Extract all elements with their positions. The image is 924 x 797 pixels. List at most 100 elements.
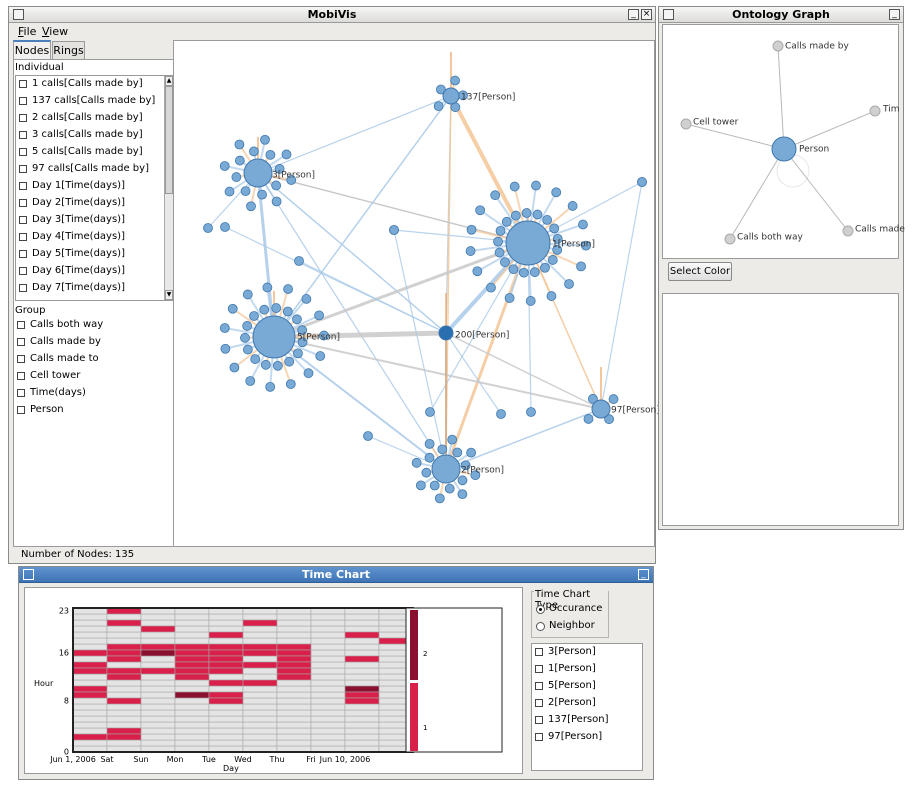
group-item-time-days[interactable]: Time(days) — [17, 386, 86, 400]
checkbox[interactable] — [535, 733, 543, 741]
menu-view[interactable]: View — [42, 25, 68, 38]
checkbox[interactable] — [535, 716, 543, 724]
checkbox[interactable] — [17, 372, 25, 380]
person-item-5-person[interactable]: 5[Person] — [535, 679, 596, 693]
graph-leaf-node — [262, 282, 273, 293]
occurance-radio[interactable] — [536, 605, 545, 614]
checkbox[interactable] — [17, 355, 25, 363]
heatmap-cell — [72, 667, 108, 675]
graph-edge — [257, 95, 452, 174]
person-item-2-person[interactable]: 2[Person] — [535, 696, 596, 710]
neighbor-radio[interactable] — [536, 622, 545, 631]
group-item-person[interactable]: Person — [17, 403, 64, 417]
checkbox[interactable] — [19, 114, 27, 122]
graph-svg[interactable]: 3[Person]137[Person]1[Person]5[Person]20… — [174, 41, 660, 546]
checkbox[interactable] — [17, 406, 25, 414]
checkbox[interactable] — [19, 182, 27, 190]
heatmap-cell — [242, 619, 278, 627]
minimize-icon[interactable]: _ — [638, 569, 649, 580]
individual-item-day-4-time-days[interactable]: Day 4[Time(days)] — [19, 230, 125, 244]
window-menu-icon[interactable] — [13, 9, 24, 20]
checkbox[interactable] — [17, 389, 25, 397]
graph-canvas[interactable]: 3[Person]137[Person]1[Person]5[Person]20… — [173, 40, 660, 547]
group-item-calls-made-to[interactable]: Calls made to — [17, 352, 99, 366]
checkbox[interactable] — [19, 250, 27, 258]
checkbox[interactable] — [19, 267, 27, 275]
individual-item-day-6-time-days[interactable]: Day 6[Time(days)] — [19, 264, 125, 278]
group-item-calls-made-by[interactable]: Calls made by — [17, 335, 101, 349]
time-chart-titlebar[interactable]: Time Chart _ — [19, 567, 653, 583]
individual-item-1-calls-calls-made-by[interactable]: 1 calls[Calls made by] — [19, 77, 143, 91]
occurance-label[interactable]: Occurance — [549, 603, 603, 614]
checkbox[interactable] — [19, 97, 27, 105]
heatmap-empty-cell — [276, 727, 312, 735]
person-item-97-person[interactable]: 97[Person] — [535, 730, 602, 744]
list-scrollbar[interactable]: ▲ ▼ — [164, 76, 173, 300]
checkbox[interactable] — [19, 233, 27, 241]
person-item-137-person[interactable]: 137[Person] — [535, 713, 609, 727]
individual-item-label: Day 7[Time(days)] — [32, 282, 125, 293]
individual-item-day-1-time-days[interactable]: Day 1[Time(days)] — [19, 179, 125, 193]
neighbor-label[interactable]: Neighbor — [549, 620, 595, 631]
individual-item-day-2-time-days[interactable]: Day 2[Time(days)] — [19, 196, 125, 210]
select-color-button[interactable]: Select Color — [668, 262, 732, 281]
scroll-up-icon[interactable]: ▲ — [165, 76, 173, 86]
graph-leaf-node — [493, 236, 503, 247]
heatmap-empty-cell — [106, 679, 142, 687]
individual-item-5-calls-calls-made-by[interactable]: 5 calls[Calls made by] — [19, 145, 143, 159]
checkbox[interactable] — [17, 338, 25, 346]
heatmap-empty-cell — [106, 721, 142, 729]
individual-list[interactable]: 1 calls[Calls made by] 137 calls[Calls ma… — [15, 75, 174, 301]
checkbox[interactable] — [535, 682, 543, 690]
graph-leaf-node — [452, 447, 463, 458]
person-item-3-person[interactable]: 3[Person] — [535, 645, 596, 659]
heatmap-x-tick: Jun 1, 2006 — [49, 755, 96, 764]
checkbox[interactable] — [19, 165, 27, 173]
checkbox[interactable] — [19, 216, 27, 224]
tab-nodes[interactable]: Nodes — [13, 40, 51, 59]
checkbox[interactable] — [19, 199, 27, 207]
checkbox[interactable] — [535, 699, 543, 707]
graph-leaf-node — [504, 293, 515, 303]
individual-item-day-3-time-days[interactable]: Day 3[Time(days)] — [19, 213, 125, 227]
checkbox[interactable] — [19, 148, 27, 156]
checkbox[interactable] — [17, 321, 25, 329]
scroll-down-icon[interactable]: ▼ — [165, 290, 173, 300]
graph-edge — [449, 95, 530, 244]
window-menu-icon[interactable] — [663, 9, 674, 20]
menu-file[interactable]: File — [18, 25, 36, 38]
scroll-thumb[interactable] — [165, 86, 173, 194]
minimize-icon[interactable]: _ — [628, 9, 639, 20]
person-list[interactable]: 3[Person] 1[Person] 5[Person] 2[Person] 137[… — [531, 643, 643, 771]
ontology-titlebar[interactable]: Ontology Graph _ — [659, 7, 903, 23]
x-axis-title: Day — [223, 764, 239, 773]
heatmap-empty-cell — [242, 637, 278, 645]
checkbox[interactable] — [535, 665, 543, 673]
individual-item-2-calls-calls-made-by[interactable]: 2 calls[Calls made by] — [19, 111, 143, 125]
person-item-1-person[interactable]: 1[Person] — [535, 662, 596, 676]
checkbox[interactable] — [535, 648, 543, 656]
mobivis-titlebar[interactable]: MobiVis _ × — [9, 7, 655, 23]
checkbox[interactable] — [19, 80, 27, 88]
individual-item-day-5-time-days[interactable]: Day 5[Time(days)] — [19, 247, 125, 261]
individual-item-97-calls-calls-made-by[interactable]: 97 calls[Calls made by] — [19, 162, 149, 176]
individual-item-137-calls-calls-made-by[interactable]: 137 calls[Calls made by] — [19, 94, 155, 108]
individual-item-3-calls-calls-made-by[interactable]: 3 calls[Calls made by] — [19, 128, 143, 142]
individual-item-day-7-time-days[interactable]: Day 7[Time(days)] — [19, 281, 125, 295]
graph-leaf-node — [272, 360, 283, 371]
close-icon[interactable]: × — [641, 9, 652, 20]
checkbox[interactable] — [19, 284, 27, 292]
checkbox[interactable] — [19, 131, 27, 139]
tab-rings[interactable]: Rings — [52, 41, 85, 60]
graph-leaf-node — [457, 489, 468, 500]
minimize-icon[interactable]: _ — [889, 9, 900, 20]
heatmap-cell — [72, 649, 108, 657]
graph-leaf-node — [259, 304, 270, 315]
group-item-calls-both-way[interactable]: Calls both way — [17, 318, 103, 332]
group-item-cell-tower[interactable]: Cell tower — [17, 369, 80, 383]
chart-type-group: Time Chart Type Occurance Neighbor — [531, 589, 609, 638]
window-menu-icon[interactable] — [23, 569, 34, 580]
